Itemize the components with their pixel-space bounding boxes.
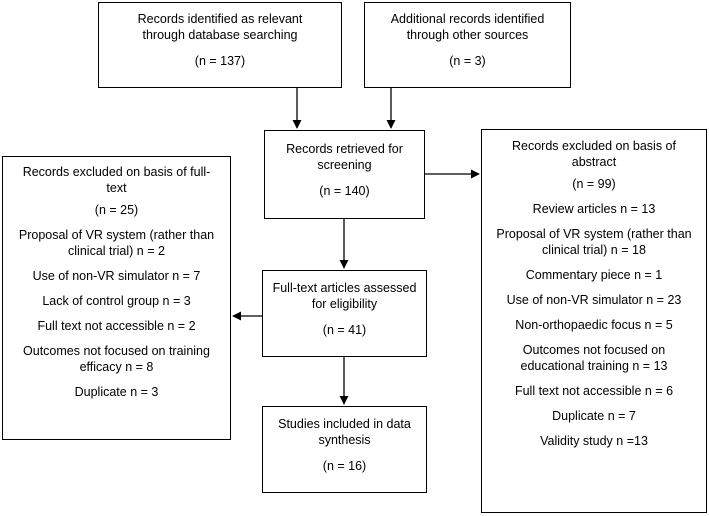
abstract-reason-3-line1: Use of non-VR simulator n = 23 [506,293,682,307]
box-excluded-fulltext-line1: Records excluded on basis of full- [22,165,211,179]
abstract-reason-item: Outcomes not focused on educational trai… [521,342,668,374]
box-excluded-abstract-count: (n = 99) [572,177,616,191]
box-screening-count: (n = 140) [319,184,370,198]
fulltext-reason-item: Proposal of VR system (rather than clini… [19,227,214,259]
fulltext-reason-2-line1: Lack of control group n = 3 [42,294,191,308]
fulltext-reason-5-line1: Duplicate n = 3 [74,385,159,399]
abstract-reason-item: Full text not accessible n = 6 [515,383,673,399]
abstract-reason-item: Proposal of VR system (rather than clini… [496,226,691,258]
box-screening: Records retrieved for screening (n = 140… [264,130,425,219]
box-excluded-fulltext: Records excluded on basis of full- text … [2,156,231,440]
abstract-reason-7-line1: Duplicate n = 7 [552,409,636,423]
abstract-reason-5-line1: Outcomes not focused on [522,343,666,357]
box-excluded-abstract-line1: Records excluded on basis of [512,139,676,153]
abstract-reason-item: Use of non-VR simulator n = 23 [507,292,682,308]
fulltext-reason-item: Lack of control group n = 3 [42,293,190,309]
box-other-line1: Additional records identified [390,12,545,26]
abstract-reason-item: Validity study n =13 [540,433,648,449]
abstract-reason-5-line2: educational training n = 13 [520,359,668,373]
abstract-reason-item: Non-orthopaedic focus n = 5 [515,317,672,333]
abstract-reason-8-line1: Validity study n =13 [540,434,648,448]
box-included-line2: synthesis [318,433,371,447]
abstract-reason-item: Review articles n = 13 [533,201,656,217]
box-screening-line1: Records retrieved for [286,142,403,156]
box-eligibility: Full-text articles assessed for eligibil… [262,270,427,357]
abstract-reason-1-line2: clinical trial) n = 18 [542,243,646,257]
box-excluded-fulltext-count: (n = 25) [94,203,139,217]
fulltext-reason-item: Full text not accessible n = 2 [37,318,195,334]
box-excluded-abstract: Records excluded on basis of abstract (n… [481,129,707,513]
abstract-reason-4-line1: Non-orthopaedic focus n = 5 [515,318,673,332]
box-database-records: Records identified as relevant through d… [98,2,342,88]
box-other-sources: Additional records identified through ot… [364,2,571,88]
box-eligibility-line1: Full-text articles assessed [272,281,417,295]
box-database-line1: Records identified as relevant [137,12,303,26]
fulltext-reason-4-line1: Outcomes not focused on training [23,344,210,358]
box-database-line2: through database searching [142,28,298,42]
fulltext-reason-4-line2: efficacy n = 8 [79,360,154,374]
box-other-count: (n = 3) [449,54,486,68]
box-other-line2: through other sources [406,28,529,42]
fulltext-reason-item: Duplicate n = 3 [75,384,159,400]
fulltext-reason-item: Outcomes not focused on training efficac… [23,343,210,375]
box-database-count: (n = 137) [194,54,246,68]
box-eligibility-count: (n = 41) [322,323,367,337]
fulltext-reason-3-line1: Full text not accessible n = 2 [37,319,196,333]
fulltext-reason-1-line1: Use of non-VR simulator n = 7 [32,269,201,283]
abstract-reason-2-line1: Commentary piece n = 1 [525,268,663,282]
box-included: Studies included in data synthesis (n = … [262,406,427,493]
abstract-reason-6-line1: Full text not accessible n = 6 [514,384,674,398]
fulltext-reason-0-line2: clinical trial) n = 2 [68,244,165,258]
box-screening-line2: screening [317,158,372,172]
box-included-line1: Studies included in data [278,417,411,431]
box-excluded-fulltext-line2: text [106,181,127,195]
box-excluded-abstract-line2: abstract [571,155,617,169]
abstract-reason-item: Duplicate n = 7 [552,408,636,424]
fulltext-reason-item: Use of non-VR simulator n = 7 [33,268,201,284]
fulltext-reason-0-line1: Proposal of VR system (rather than [18,228,215,242]
box-included-count: (n = 16) [322,459,367,473]
abstract-reason-item: Commentary piece n = 1 [526,267,663,283]
abstract-reason-0-line1: Review articles n = 13 [532,202,656,216]
abstract-reason-1-line1: Proposal of VR system (rather than [496,227,692,241]
box-eligibility-line2: for eligibility [311,297,378,311]
